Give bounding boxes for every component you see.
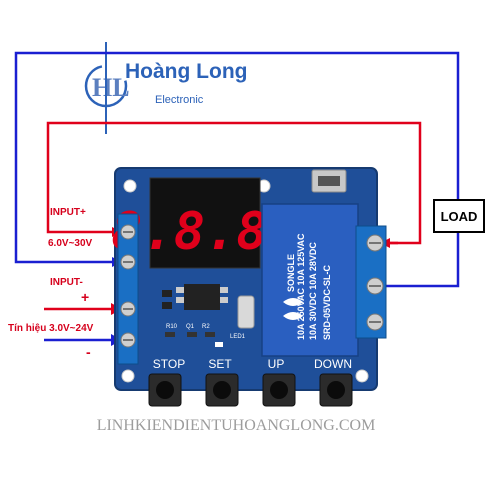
resistor-icon	[165, 332, 175, 337]
button-down[interactable]: DOWN	[314, 357, 353, 407]
button-up[interactable]: UP	[262, 357, 296, 407]
button-down-label: DOWN	[314, 357, 352, 371]
button-up-label: UP	[268, 357, 285, 371]
transistor-q	[162, 302, 172, 309]
resistor-icon	[205, 332, 215, 337]
relay-brand: SONGLE	[286, 254, 296, 292]
wire-blue-load	[385, 232, 460, 288]
crystal-icon	[237, 295, 255, 329]
button-stop-label: STOP	[153, 357, 185, 371]
mount-hole-icon	[355, 369, 369, 383]
button-stop[interactable]: STOP	[148, 357, 185, 407]
relay-rating-1: 10A 250VAC 10A 125VAC	[296, 233, 306, 340]
brand-subtitle: Electronic	[155, 94, 204, 106]
wire-blue-input-minus	[14, 51, 460, 264]
led-icon	[215, 342, 223, 347]
relay: SRD-05VDC-SL-C 10A 30VDC 10A 28VDC 10A 2…	[261, 203, 359, 357]
watermark-text: LINHKIENDIENTUHOANGLONG.COM	[97, 417, 376, 434]
label-signal-minus: -	[86, 344, 91, 360]
usb-port-icon	[311, 169, 347, 193]
label-signal-plus: +	[81, 289, 89, 305]
relay-board: 8.8.8. R10 Q1 R2 LED1 NC	[111, 167, 387, 407]
mount-hole-icon	[123, 179, 137, 193]
label-input-minus: INPUT-	[50, 277, 83, 288]
silk-r10: R10	[166, 324, 178, 330]
hl-logo-icon: HL	[84, 42, 130, 134]
silk-r2: R2	[202, 324, 210, 330]
brand-logo: HL Hoàng Long Electronic	[84, 42, 247, 134]
silk-q1: Q1	[186, 324, 195, 330]
brand-title: Hoàng Long	[125, 60, 247, 83]
input-terminal-block	[117, 213, 139, 365]
relay-model: SRD-05VDC-SL-C	[322, 264, 332, 340]
button-set[interactable]: SET	[205, 357, 239, 407]
load-box: LOAD	[433, 199, 485, 233]
label-signal: Tín hiệu 3.0V~24V	[8, 323, 94, 334]
logo-mark: HL	[92, 73, 130, 102]
label-input-plus: INPUT+	[50, 207, 86, 218]
wire-red-input-plus	[46, 121, 422, 245]
mount-hole-icon	[121, 369, 135, 383]
ic-chip	[176, 284, 228, 310]
output-terminal-block	[355, 225, 387, 339]
button-set-label: SET	[208, 357, 232, 371]
silk-led1: LED1	[230, 334, 246, 340]
resistor-icon	[187, 332, 197, 337]
load-label: LOAD	[441, 209, 478, 224]
relay-rating-2: 10A 30VDC 10A 28VDC	[308, 242, 318, 340]
wires	[14, 51, 460, 342]
label-input-voltage: 6.0V~30V	[48, 238, 93, 249]
transistor-q	[162, 290, 172, 297]
songle-logo-icon	[283, 298, 303, 320]
